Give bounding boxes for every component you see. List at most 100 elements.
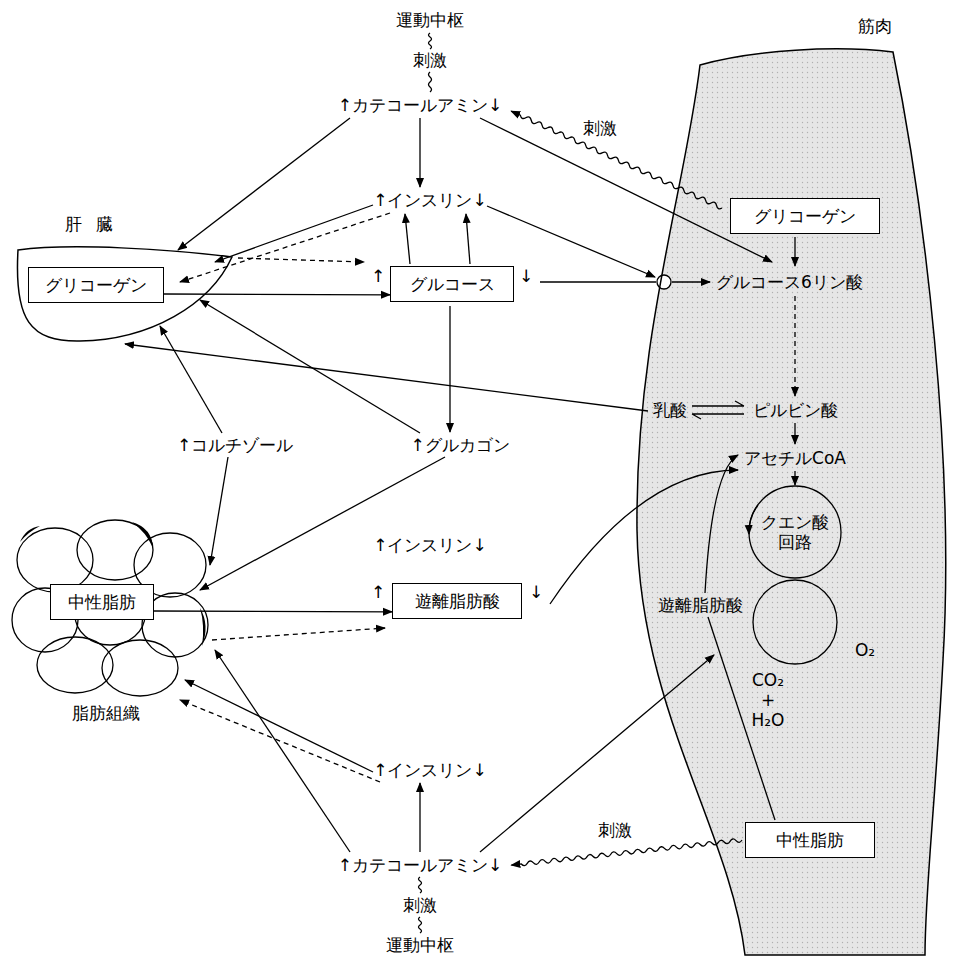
label-text: 乳酸 — [653, 400, 687, 420]
label-text: グルコース6リン酸 — [716, 272, 863, 292]
arrow-line — [480, 118, 772, 262]
wavy-line — [429, 33, 432, 49]
label-holder: O₂ — [855, 640, 875, 660]
label-holder: ↑コルチゾール — [177, 435, 293, 455]
cell-nucleus — [132, 522, 153, 548]
arrow-line — [185, 680, 373, 772]
muscle-texture — [637, 49, 946, 955]
label-holder: ↓ — [519, 266, 533, 286]
label-holder: 刺激 — [413, 50, 447, 70]
arrow-line — [794, 423, 795, 444]
label-text: 刺激 — [413, 50, 447, 70]
label-text: アセチルCoA — [744, 448, 846, 468]
process-box: グルコース — [390, 266, 514, 302]
harpoon-line — [692, 401, 744, 406]
dashed-arrow — [180, 700, 380, 782]
arrow-line — [405, 214, 410, 264]
label-holder: 運動中枢 — [396, 10, 464, 30]
label-text: 運動中枢 — [386, 935, 454, 955]
box-label: 中性脂肪 — [758, 829, 862, 851]
liver-outline — [17, 247, 232, 341]
label-holder: ↑カテコールアミン↓ — [338, 95, 503, 115]
label-text: 刺激 — [598, 820, 632, 840]
arrow-line — [419, 783, 420, 852]
label-text: 刺激 — [583, 118, 617, 138]
box-label: グリコーゲン — [41, 274, 151, 296]
label-holder: グルコース6リン酸 — [716, 272, 863, 292]
label-text: O₂ — [855, 640, 875, 660]
box-label: グリコーゲン — [743, 205, 867, 227]
fat-cell — [17, 528, 93, 592]
label-holder: 運動中枢 — [386, 935, 454, 955]
label-text: CO₂ + H₂O — [746, 670, 790, 730]
label-text: クエン酸 回路 — [755, 512, 835, 552]
cycle-circle — [753, 580, 837, 664]
box-label: 遊離脂肪酸 — [405, 590, 509, 612]
label-text: ↓ — [519, 266, 533, 286]
process-box: 中性脂肪 — [745, 822, 875, 858]
arrow-line — [178, 118, 350, 250]
arrow-line — [540, 281, 656, 282]
label-holder: CO₂ + H₂O — [746, 670, 790, 730]
dashed-arrow — [238, 258, 364, 262]
label-text: ↑カテコールアミン↓ — [338, 855, 503, 875]
dashed-arrow — [794, 296, 795, 396]
label-holder: ↑ — [371, 266, 385, 286]
box-label: 中性脂肪 — [63, 591, 141, 613]
arrow-line — [210, 457, 228, 565]
arrow-line — [449, 306, 450, 432]
label-holder: 刺激 — [403, 895, 437, 915]
dashed-arrow — [212, 628, 385, 640]
label-text: ↑インスリン↓ — [373, 760, 487, 780]
muscle-shape — [625, 10, 950, 960]
connector-arrow — [154, 610, 392, 612]
connector-arrow — [164, 293, 390, 295]
wavy-line — [511, 838, 742, 867]
label-text: ↑コルチゾール — [177, 435, 293, 455]
label-holder: ↑カテコールアミン↓ — [338, 855, 503, 875]
arrow-line — [215, 205, 373, 262]
dashed-arrow — [180, 213, 390, 282]
label-holder: ↑インスリン↓ — [373, 760, 487, 780]
label-text: 運動中枢 — [396, 10, 464, 30]
label-text: ↑ — [371, 582, 385, 602]
muscle-outline: 筋肉グリコーゲン中性脂肪 — [625, 10, 950, 960]
arrow-line — [794, 471, 795, 485]
label-text: 刺激 — [403, 895, 437, 915]
organ-label: 肝臓 — [65, 213, 126, 235]
muscle-outline — [637, 49, 946, 955]
label-holder: ピルビン酸 — [753, 400, 838, 420]
label-text: 遊離脂肪酸 — [658, 595, 743, 615]
cycle-arrow — [749, 505, 758, 534]
fat-outline: 脂肪組織 中性脂肪 — [10, 520, 215, 730]
label-holder: 刺激 — [598, 820, 632, 840]
arrow-line — [672, 281, 710, 282]
process-box: グリコーゲン — [28, 267, 164, 303]
label-holder: 遊離脂肪酸 — [658, 595, 743, 615]
arrow-line — [200, 457, 445, 590]
label-text: ピルビン酸 — [753, 400, 838, 420]
label-holder: ↑グルカゴン — [410, 435, 509, 455]
process-box: 遊離脂肪酸 — [392, 583, 522, 619]
arrow-line — [480, 655, 714, 852]
arrow-line — [160, 326, 222, 433]
label-holder: ↑インスリン↓ — [373, 535, 487, 555]
wavy-line — [429, 72, 432, 92]
harpoon-line — [692, 414, 744, 419]
organ-label: 脂肪組織 — [72, 702, 140, 724]
label-text: ↓ — [529, 582, 543, 602]
wavy-line — [419, 877, 422, 893]
label-holder: 刺激 — [583, 118, 617, 138]
wavy-arrow — [511, 838, 742, 867]
fat-cell — [77, 520, 153, 580]
label-holder: ↑インスリン↓ — [373, 190, 487, 210]
cell-nucleus — [20, 526, 40, 542]
fat-shape — [10, 520, 215, 730]
arrow-curve — [705, 455, 738, 593]
label-text: ↑ — [371, 266, 385, 286]
process-box: グリコーゲン — [730, 198, 880, 234]
process-box: 中性脂肪 — [50, 584, 154, 620]
label-holder: 乳酸 — [653, 400, 687, 420]
